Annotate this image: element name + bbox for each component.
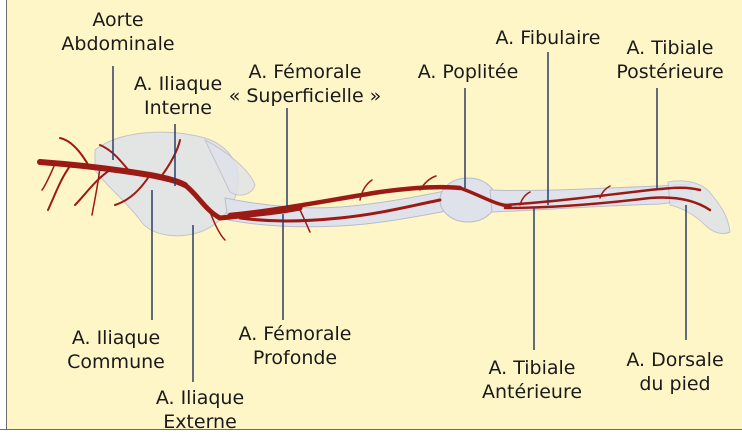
- label-line: Commune: [52, 350, 180, 374]
- label-line: A. Tibiale: [462, 356, 602, 380]
- label-line: A. Poplitée: [398, 60, 538, 84]
- skeleton: [95, 132, 730, 236]
- label-line: A. Iliaque: [52, 326, 180, 350]
- label-femorale-superficielle: A. Fémorale « Superficielle »: [205, 60, 405, 108]
- label-line: Abdominale: [48, 32, 188, 56]
- label-iliaque-commune: A. Iliaque Commune: [52, 326, 180, 374]
- label-line: Aorte: [48, 8, 188, 32]
- label-fibulaire: A. Fibulaire: [478, 26, 618, 50]
- label-line: du pied: [612, 372, 738, 396]
- label-femorale-profonde: A. Fémorale Profonde: [222, 322, 368, 370]
- label-dorsale-pied: A. Dorsale du pied: [612, 348, 738, 396]
- label-line: Antérieure: [462, 380, 602, 404]
- label-aorte-abdominale: Aorte Abdominale: [48, 8, 188, 56]
- label-line: A. Tibiale: [600, 36, 740, 60]
- label-iliaque-externe: A. Iliaque Externe: [136, 386, 264, 434]
- label-line: A. Fibulaire: [478, 26, 618, 50]
- label-line: « Superficielle »: [205, 84, 405, 108]
- label-line: Postérieure: [600, 60, 740, 84]
- label-tibiale-posterieure: A. Tibiale Postérieure: [600, 36, 740, 84]
- label-line: A. Iliaque: [136, 386, 264, 410]
- frame-bottom-edge: [0, 429, 742, 437]
- label-line: A. Fémorale: [222, 322, 368, 346]
- label-poplitee: A. Poplitée: [398, 60, 538, 84]
- label-line: A. Dorsale: [612, 348, 738, 372]
- label-line: Profonde: [222, 346, 368, 370]
- label-tibiale-anterieure: A. Tibiale Antérieure: [462, 356, 602, 404]
- frame-left-edge: [0, 0, 7, 430]
- label-line: A. Fémorale: [205, 60, 405, 84]
